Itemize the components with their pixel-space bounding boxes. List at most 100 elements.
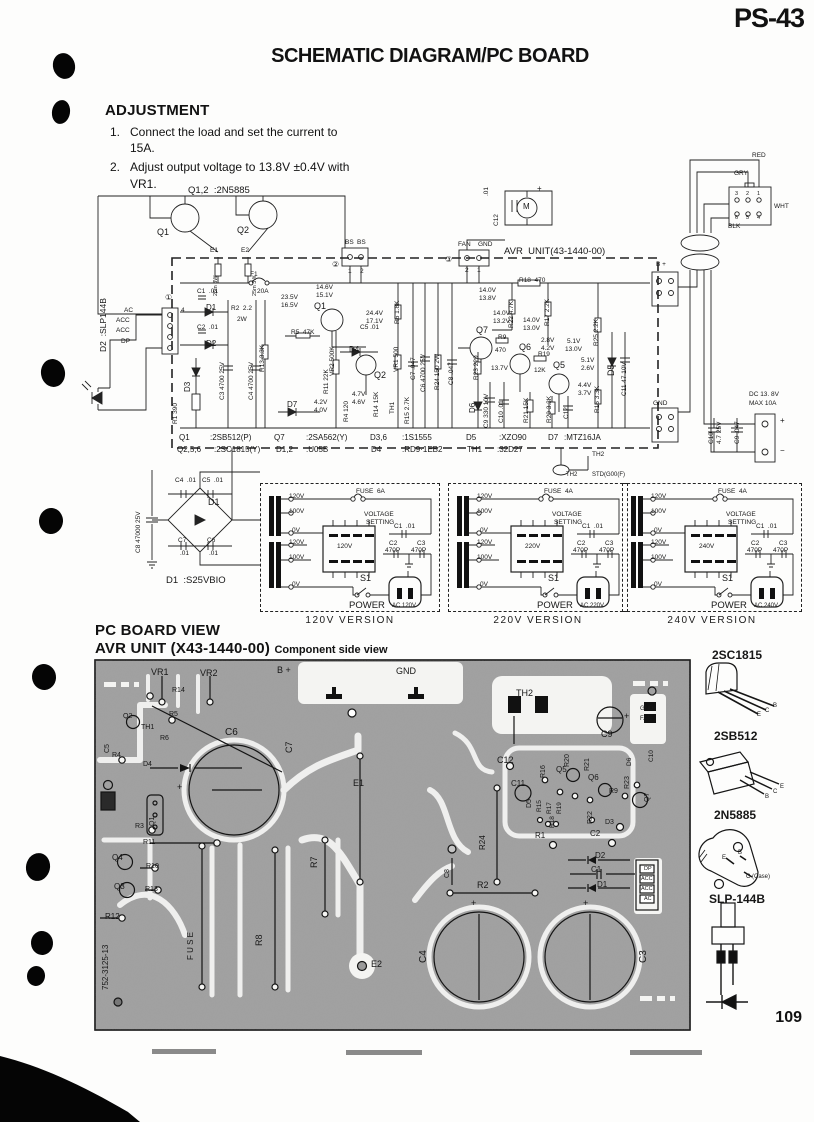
schematic-label: D1 — [206, 303, 217, 312]
schematic-label: C12 — [563, 407, 570, 419]
version-label: S1 — [722, 573, 734, 583]
schematic-label: Q1 — [314, 301, 327, 311]
schematic-label: C3 4700 25V — [219, 362, 226, 400]
version-label: 120V — [337, 543, 353, 550]
pcb-label: C5 — [104, 744, 111, 753]
schematic-label: :2SC1815(Y) — [214, 445, 261, 454]
schematic-label: DP — [121, 338, 131, 345]
schematic-label: B + — [656, 261, 666, 268]
page-title: SCHEMATIC DIAGRAM/PC BOARD — [271, 45, 589, 67]
schematic-label: C11 47 10V — [621, 362, 628, 396]
schematic-label: D3 — [183, 381, 192, 392]
schematic-label: R21 15K — [523, 397, 530, 423]
schematic-label: C5 .01 — [360, 324, 380, 331]
version-label: S1 — [360, 573, 372, 583]
schematic-label: :XZO90 — [499, 433, 527, 442]
pcb-label: R6 — [160, 735, 169, 742]
schematic-label: C4 4700 25V — [248, 362, 255, 400]
version-label: 470P — [747, 547, 763, 554]
schematic-label: .01 — [209, 550, 219, 557]
schematic-label: C10 — [708, 432, 715, 444]
pcb-label: Q2 — [123, 713, 133, 720]
schematic-label: M — [523, 202, 530, 211]
pcb-label: R14 — [172, 687, 185, 694]
pcboard-subheading: AVR UNIT (X43-1440-00) Component side vi… — [95, 640, 388, 658]
schematic-label: ③ — [445, 255, 453, 264]
schematic-label: Q7 — [274, 433, 285, 442]
schematic-label: R4 120 — [343, 401, 350, 422]
schematic-label: D4 — [371, 445, 382, 454]
version-label: C2 — [389, 540, 398, 547]
adjustment-step: 1. Connect the load and set the current … — [110, 124, 368, 156]
schematic-label: C6 4700 25V — [420, 354, 427, 392]
pcb-label: Q6 — [588, 773, 599, 782]
pcb-label: R21 — [584, 758, 591, 771]
version-label: POWER — [537, 600, 573, 611]
version-label: C1 .01 — [582, 523, 603, 530]
adjustment-heading: ADJUSTMENT — [105, 102, 210, 119]
schematic-label: − — [780, 446, 785, 455]
schematic-label: F1 — [250, 271, 258, 278]
pcb-label: Q4 — [112, 853, 123, 862]
pcb-label: GND — [396, 666, 416, 676]
schematic-label: BS — [357, 239, 366, 246]
pcb-label: C3 — [638, 950, 649, 963]
schematic-label: + — [537, 184, 542, 193]
schematic-label: D1 — [208, 497, 220, 507]
schematic-label: MAX 10A — [749, 400, 777, 407]
schematic-label: 12K — [534, 367, 546, 374]
package-label: C (Case) — [746, 874, 771, 880]
avr-unit-label: AVR UNIT (X43-1440-00) — [95, 640, 271, 657]
schematic-label: R16 3.3K — [594, 385, 601, 413]
pcb-label: R24 — [478, 835, 487, 850]
schematic-label: 2 — [746, 191, 750, 197]
schematic-label: D6 — [468, 402, 477, 413]
version-label: 100V — [289, 508, 305, 515]
pcb-label: R3 — [135, 823, 144, 830]
schematic-label: 2 — [360, 268, 364, 275]
schematic-label: TH1 — [467, 445, 483, 454]
schematic-label: 5.1V — [567, 338, 581, 345]
package-label: E — [780, 784, 785, 790]
version-caption: 240V VERSION — [667, 615, 757, 626]
schematic-label: 13.7V — [491, 365, 508, 372]
schematic-label: 20A — [257, 288, 269, 295]
schematic-label: D7 — [287, 400, 298, 409]
schematic-label: D3,6 — [370, 433, 387, 442]
schematic-label: + — [780, 416, 785, 425]
pcb-label: R12 — [105, 912, 120, 921]
version-label: C3 — [417, 540, 426, 547]
version-label: 0V — [654, 527, 662, 534]
package-label: SLP-144B — [709, 892, 766, 906]
schematic-label: :32D27 — [497, 445, 523, 454]
pcb-label: R19 — [556, 802, 563, 814]
schematic-label: :1S1555 — [402, 433, 432, 442]
package-label: C — [765, 708, 770, 714]
adjustment-steps: 1. Connect the load and set the current … — [110, 124, 368, 195]
pcb-label: 752-3125-13 — [101, 944, 110, 990]
pcb-label: C8 — [444, 869, 451, 878]
version-label: 220V — [525, 543, 541, 550]
schematic-label: 1 — [477, 267, 481, 274]
schematic-label: 6 — [735, 215, 739, 221]
schematic-label: R14 15K — [373, 391, 380, 417]
schematic-label: C8 47000 25V — [135, 511, 142, 553]
schematic-label: :RD9·1EB2 — [402, 445, 443, 454]
version-label: 120V — [651, 493, 667, 500]
schematic-label: C4 .01 — [175, 477, 196, 484]
step-text: Connect the load and set the current to … — [130, 125, 338, 156]
version-label: POWER — [711, 600, 747, 611]
schematic-label: FAN — [458, 241, 471, 248]
pcb-label: + — [583, 898, 589, 908]
schematic-label: ACC — [116, 327, 130, 334]
pcb-label: R16 — [540, 765, 547, 778]
schematic-label: ① — [165, 293, 173, 302]
schematic-label: ACC — [116, 317, 130, 324]
pcb-label: AC — [644, 896, 652, 902]
schematic-label: R9 — [498, 334, 507, 341]
schematic-label: R15 2.7K — [404, 396, 411, 424]
version-label: VOLTAGE — [364, 511, 394, 518]
schematic-label: C9 .047 — [734, 421, 741, 444]
step-number: 1. — [110, 125, 121, 139]
pcb-label: C9 — [601, 729, 613, 739]
